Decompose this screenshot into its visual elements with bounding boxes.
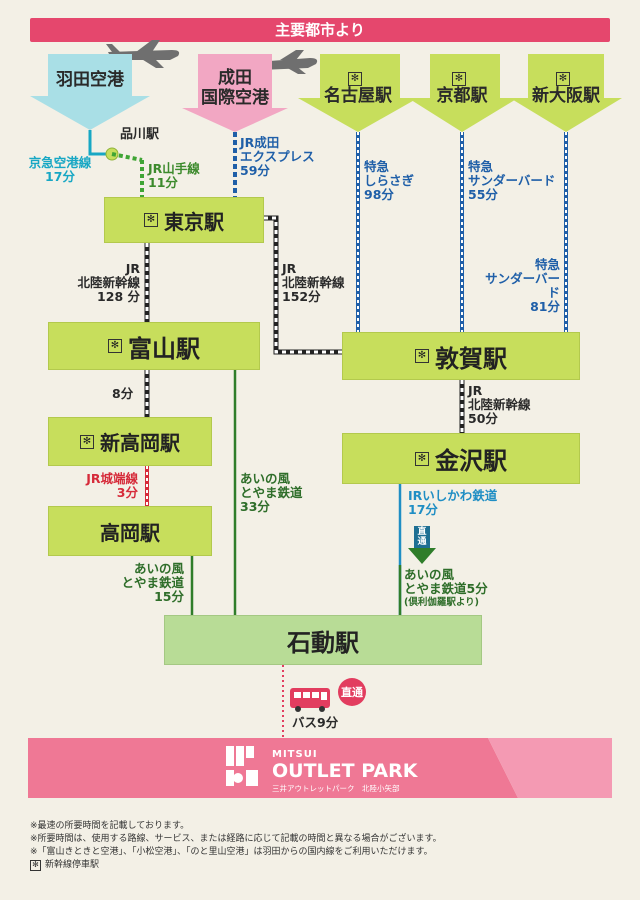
station-shintakaoka: ✻新高岡駅 [48,417,212,466]
bus-direct-badge: 直通 [341,686,363,699]
brand-large: OUTLET PARK [272,760,418,782]
legend: ✻新幹線停車駅 [30,859,442,872]
outlet-banner [28,738,518,798]
origin-haneda: 羽田空港 [56,70,124,90]
bus-direct-badge-circle [338,678,366,706]
arrow-shinosaka [510,54,622,132]
station-kanazawa: ✻金沢駅 [342,433,580,484]
shinkansen-mark-icon: ✻ [30,859,41,871]
brand-small: MITSUI [272,749,318,760]
shinkansen-mark-icon: ✻ [415,349,429,363]
arrow-haneda [30,54,150,130]
shinkansen-mark-icon: ✻ [80,434,94,449]
mitsui-logo-icon [226,746,258,786]
note-2: ※所要時間は、使用する路線、サービス、または経路に応じて記載の時間と異なる場合が… [30,834,442,844]
station-tsuruga: ✻敦賀駅 [342,332,580,380]
route-ainokaze-kanazawa: あいの風とやま鉄道5分(倶利伽羅駅より) [404,567,488,609]
note-1: ※最速の所要時間を記載しております。 [30,821,190,831]
shinkansen-mark-icon: ✻ [348,72,362,86]
origin-nagoya: ✻名古屋駅 [324,72,392,106]
shinkansen-mark-icon: ✻ [556,72,570,86]
header-title: 主要都市より [275,21,365,39]
bus-icon [290,688,330,712]
header-bar: 主要都市より [30,18,610,42]
shinkansen-mark-icon: ✻ [415,451,429,466]
station-shinagawa: 品川駅 [120,127,160,142]
arrow-narita [182,54,288,132]
brand-sub: 三井アウトレットパーク 北陸小矢部 [272,784,400,793]
shinkansen-mark-icon: ✻ [144,213,158,227]
station-toyama: ✻富山駅 [48,322,260,370]
note-3: ※「富山きときと空港」、「小松空港」、「のと里山空港」は羽田からの国内線をご利用… [30,847,433,857]
origin-narita: 成田国際空港 [201,68,269,108]
origin-shinosaka: ✻新大阪駅 [532,72,600,106]
direct-through-label: 直通 [417,527,427,547]
station-takaoka: 高岡駅 [48,506,212,556]
footnotes: ※最速の所要時間を記載しております。 ※所要時間は、使用する路線、サービス、また… [30,820,442,872]
arrow-nagoya [298,54,418,132]
station-isurugi: 石動駅 [164,615,482,665]
station-tokyo: ✻東京駅 [104,197,264,243]
shinkansen-mark-icon: ✻ [452,72,466,86]
arrow-kyoto [408,54,518,132]
bus-time: バス9分 [292,715,339,730]
route-toyama-shintakaoka: 8分 [112,386,134,401]
origin-kyoto: ✻京都駅 [436,72,488,106]
shinkansen-mark-icon: ✻ [108,339,122,353]
